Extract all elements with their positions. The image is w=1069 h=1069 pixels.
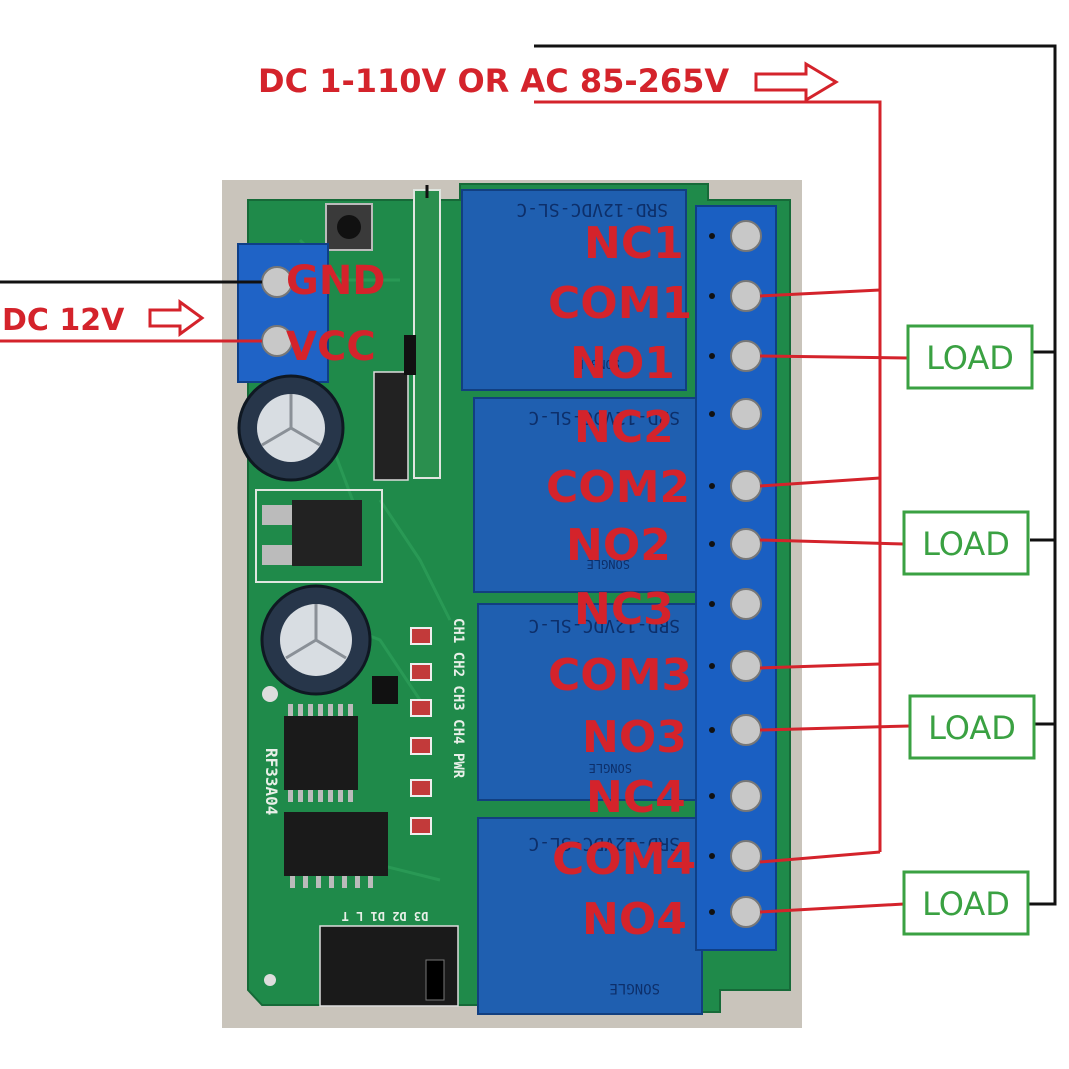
terminal-label-no3: NO3 [582,712,687,763]
terminal-label-no2: NO2 [566,520,671,571]
pin-dot [709,909,715,915]
capacitor-bottom [260,584,372,696]
supply-label: DC 1-110V OR AC 85-265V [258,62,729,100]
pin-dot [709,727,715,733]
led-icon [410,779,432,797]
led-icon [410,663,432,681]
load-label: LOAD [922,525,1010,563]
load-box [908,694,1036,760]
terminal-label-no4: NO4 [582,894,687,945]
pin-dot [709,601,715,607]
pin-dot [709,353,715,359]
pin-dot [709,541,715,547]
ic-chip-upper [284,704,358,802]
load-box [902,510,1030,576]
gnd-label: GND [286,258,386,304]
terminal-label-com2: COM2 [546,462,690,513]
load-label: LOAD [922,885,1010,923]
screw-icon [730,588,762,620]
push-button [325,203,373,251]
led-labels: CH1 CH2 CH3 CH4 PWR [450,618,466,779]
terminal-label-com4: COM4 [552,834,696,885]
relay-brand-text: SONGLE [589,761,632,775]
output-terminal-block [695,205,777,951]
screw-icon [730,780,762,812]
led-icon [410,817,432,835]
capacitor-top [237,374,345,482]
relay-4: SRD-12VDC-SL-C SONGLE [477,817,703,1015]
rf-module [413,185,441,479]
load-box [902,870,1030,936]
wires [0,44,1057,914]
terminal-label-com3: COM3 [548,650,692,701]
relay-brand-text: SONGLE [587,557,630,571]
pin-dot [709,853,715,859]
terminal-label-com1: COM1 [548,278,692,329]
power-terminal-block [237,243,329,383]
screw-icon [730,340,762,372]
relay-model-text: SRD-12VDC-SL-C [528,615,680,636]
relay-model-text: SRD-12VDC-SL-C [528,407,680,428]
pin-header-side [373,335,416,481]
terminal-label-nc3: NC3 [574,584,674,635]
led-icon [410,627,432,645]
pin-dot [709,483,715,489]
small-ic [372,676,398,704]
screw-icon [730,470,762,502]
voltage-regulator [255,489,383,583]
screw-icon [730,896,762,928]
screw-icon [730,280,762,312]
terminal-label-no1: NO1 [570,338,675,389]
terminal-label-nc4: NC4 [586,772,686,823]
pin-dot [709,411,715,417]
relay-model-text: SRD-12VDC-SL-C [516,199,668,220]
pin-dot [709,663,715,669]
led-icon [410,737,432,755]
pin-dot [709,233,715,239]
relay-brand-text: SONGLE [577,357,620,371]
board-model: RF33A04 [262,748,281,815]
screw-icon [730,714,762,746]
pin-header-bottom [319,925,459,1007]
load-label: LOAD [928,709,1016,747]
screw-icon [730,650,762,682]
screw-icon [730,398,762,430]
header-pin-labels: D3 D2 D1 L T [342,909,429,923]
terminal-label-nc1: NC1 [584,218,684,269]
load-label: LOAD [926,339,1014,377]
ic-chip-lower [284,812,388,888]
relay-2: SRD-12VDC-SL-C SONGLE [473,397,699,593]
status-leds [410,627,432,835]
relay-1: SRD-12VDC-SL-C SONGLE [461,189,687,391]
relay-3: SRD-12VDC-SL-C SONGLE [477,603,701,801]
load-box [906,324,1034,390]
relay-model-text: SRD-12VDC-SL-C [528,833,680,854]
relay-brand-text: SONGLE [609,980,660,996]
vcc-label: VCC [286,324,376,370]
led-icon [410,699,432,717]
screw-icon [730,528,762,560]
arrow-right-icon [148,299,205,337]
dc-input-label: DC 12V [2,303,125,338]
screw-icon [730,840,762,872]
pin-dot [709,293,715,299]
arrow-right-icon [754,61,839,103]
terminal-label-nc2: NC2 [574,402,674,453]
pin-dot [709,793,715,799]
screw-icon [730,220,762,252]
